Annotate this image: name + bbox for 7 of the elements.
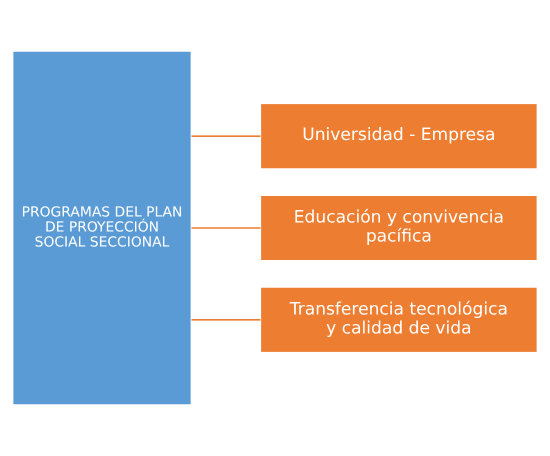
connector bbox=[191, 319, 260, 321]
connector bbox=[191, 227, 260, 229]
node-box: Transferencia tecnológica y calidad de vida bbox=[260, 286, 538, 353]
node-box: Educación y convivencia pacífica bbox=[260, 194, 538, 262]
node-box: Universidad - Empresa bbox=[260, 103, 538, 170]
connector bbox=[191, 135, 260, 137]
node-box: PROGRAMAS DEL PLAN DE PROYECCIÓN SOCIAL SECCIONAL bbox=[12, 50, 192, 406]
